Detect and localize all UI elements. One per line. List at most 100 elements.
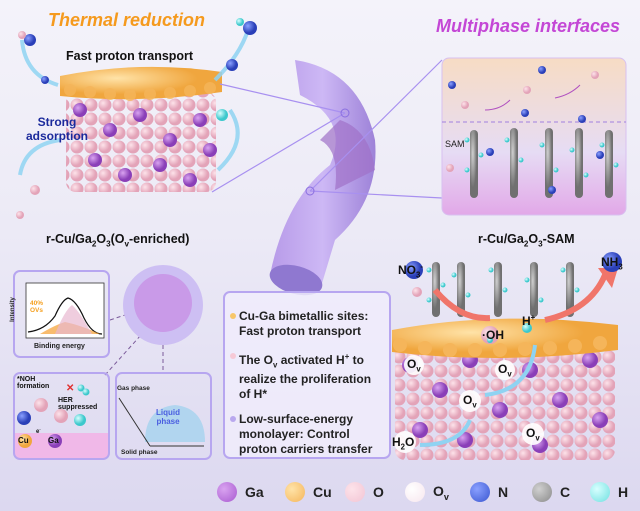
- h2o-text: H: [392, 435, 401, 449]
- bullet-text: Cu-Ga bimetallic sites:: [239, 309, 369, 323]
- ov-text: O: [498, 362, 508, 376]
- ga-label: Ga: [48, 436, 59, 445]
- liquid-line1: Liquid: [156, 408, 180, 417]
- o-ball-icon: [345, 482, 365, 502]
- ov-site-label: Ov: [463, 393, 477, 409]
- cu-label: Cu: [18, 436, 29, 445]
- xps-plot: [25, 282, 105, 339]
- no3-sub: 3: [416, 270, 421, 280]
- ov-annotation: 40%OVs: [30, 300, 43, 314]
- liquid-line2: phase: [156, 417, 180, 426]
- cu-ball-icon: [285, 482, 305, 502]
- caption-sub: 3: [106, 239, 111, 249]
- mechanism-lattice: [392, 252, 622, 460]
- legend-label: O: [373, 484, 384, 500]
- sam-panel: [441, 57, 627, 216]
- legend-label: Ga: [245, 484, 264, 500]
- bullet-cu-ga: Cu-Ga bimetallic sites:Fast proton trans…: [230, 309, 386, 339]
- hplus-label: H+: [522, 313, 535, 328]
- adsorption-arrows: [18, 29, 250, 176]
- legend-n: N: [470, 482, 508, 502]
- liquid-droplet: [145, 405, 205, 442]
- caption-sub: v: [124, 239, 130, 249]
- caption-part: O: [96, 232, 107, 246]
- xps-panel: [13, 270, 110, 358]
- caption-sub: 2: [523, 239, 529, 249]
- bullet-sup: +: [344, 352, 350, 361]
- multiphase-title: Multiphase interfaces: [436, 16, 621, 36]
- legend-label-sub: v: [443, 491, 449, 502]
- h-ball-icon: [590, 482, 610, 502]
- legend-label: Ov: [433, 483, 449, 502]
- bullet-text: proton carriers transfer: [239, 442, 373, 457]
- legend-label: Cu: [313, 484, 332, 500]
- noh-panel: [13, 372, 110, 460]
- caption-part: -SAM: [542, 232, 575, 246]
- legend-label: C: [560, 484, 571, 500]
- molecules-left: [16, 18, 257, 219]
- h2o-text: O: [405, 435, 415, 449]
- n-ball-icon: [470, 482, 490, 502]
- electron-sup: -: [39, 426, 41, 431]
- ov-ball-icon: [405, 482, 425, 502]
- her-line2: suppressed: [58, 404, 98, 411]
- ga-ball-icon: [217, 482, 237, 502]
- legend-cu: Cu: [285, 482, 332, 502]
- noh-line1: *NOH: [17, 376, 36, 383]
- h2o-label: H2O: [392, 435, 414, 451]
- ov-sub: v: [416, 364, 421, 374]
- phase-axes: [118, 397, 204, 447]
- ov-text: OVs: [30, 307, 44, 314]
- legend-ov: Ov: [405, 482, 449, 502]
- ov-text: O: [407, 357, 417, 371]
- left-caption: r-Cu/Ga2O3(Ov-enriched): [46, 232, 189, 249]
- ov-pct: 40%: [30, 300, 44, 307]
- caption-sub: 2: [91, 239, 97, 249]
- legend-ga: Ga: [217, 482, 264, 502]
- bullet-text: to: [349, 353, 364, 367]
- hplus-sup: +: [530, 313, 536, 322]
- solid-phase-label: Solid phase: [121, 449, 158, 456]
- her-line1: HER: [58, 397, 73, 404]
- xps-ylabel: Intensity: [9, 297, 16, 322]
- legend-label: H: [618, 484, 629, 500]
- caption-part: (O: [110, 232, 125, 246]
- bullet-text: of H*: [239, 387, 267, 402]
- cu-layer-left: [60, 66, 222, 101]
- ov-text: O: [463, 393, 473, 407]
- c-ball-icon: [532, 482, 552, 502]
- xps-xlabel: Binding energy: [34, 343, 85, 350]
- ov-sub: v: [472, 400, 477, 410]
- bullet-text: activated H: [277, 353, 345, 367]
- ov-sub: v: [535, 433, 540, 443]
- nh3-label: NH3: [601, 255, 623, 271]
- fast-proton-label: Fast proton transport: [66, 49, 194, 63]
- adsorption-text: adsorption: [26, 129, 88, 143]
- legend-o: O: [345, 482, 384, 502]
- caption-part: O: [528, 232, 539, 246]
- bullet-dot: [230, 416, 236, 423]
- h2o-sub: 2: [400, 442, 406, 452]
- phase-panel: [115, 372, 212, 460]
- strong-adsorption-label: Strong adsorption: [26, 115, 88, 143]
- strong-text: Strong: [37, 115, 77, 129]
- legend-label-main: O: [433, 482, 444, 499]
- thermal-reduction-title: Thermal reduction: [48, 10, 206, 30]
- gas-phase-label: Gas phase: [117, 385, 150, 392]
- no3-text: NO: [398, 263, 416, 277]
- noh-art: ✕: [15, 383, 108, 458]
- hplus-text: H: [522, 314, 531, 328]
- bullet-dot: [230, 313, 236, 319]
- bullet-sub: v: [273, 360, 278, 370]
- ov-site-label: Ov: [498, 362, 512, 378]
- bullet-text: The O: [239, 353, 274, 367]
- nh3-sub: 3: [618, 262, 623, 272]
- caption-part: r-Cu/Ga: [478, 232, 524, 246]
- caption-part: -enriched): [129, 232, 190, 246]
- legend-label: N: [498, 484, 509, 500]
